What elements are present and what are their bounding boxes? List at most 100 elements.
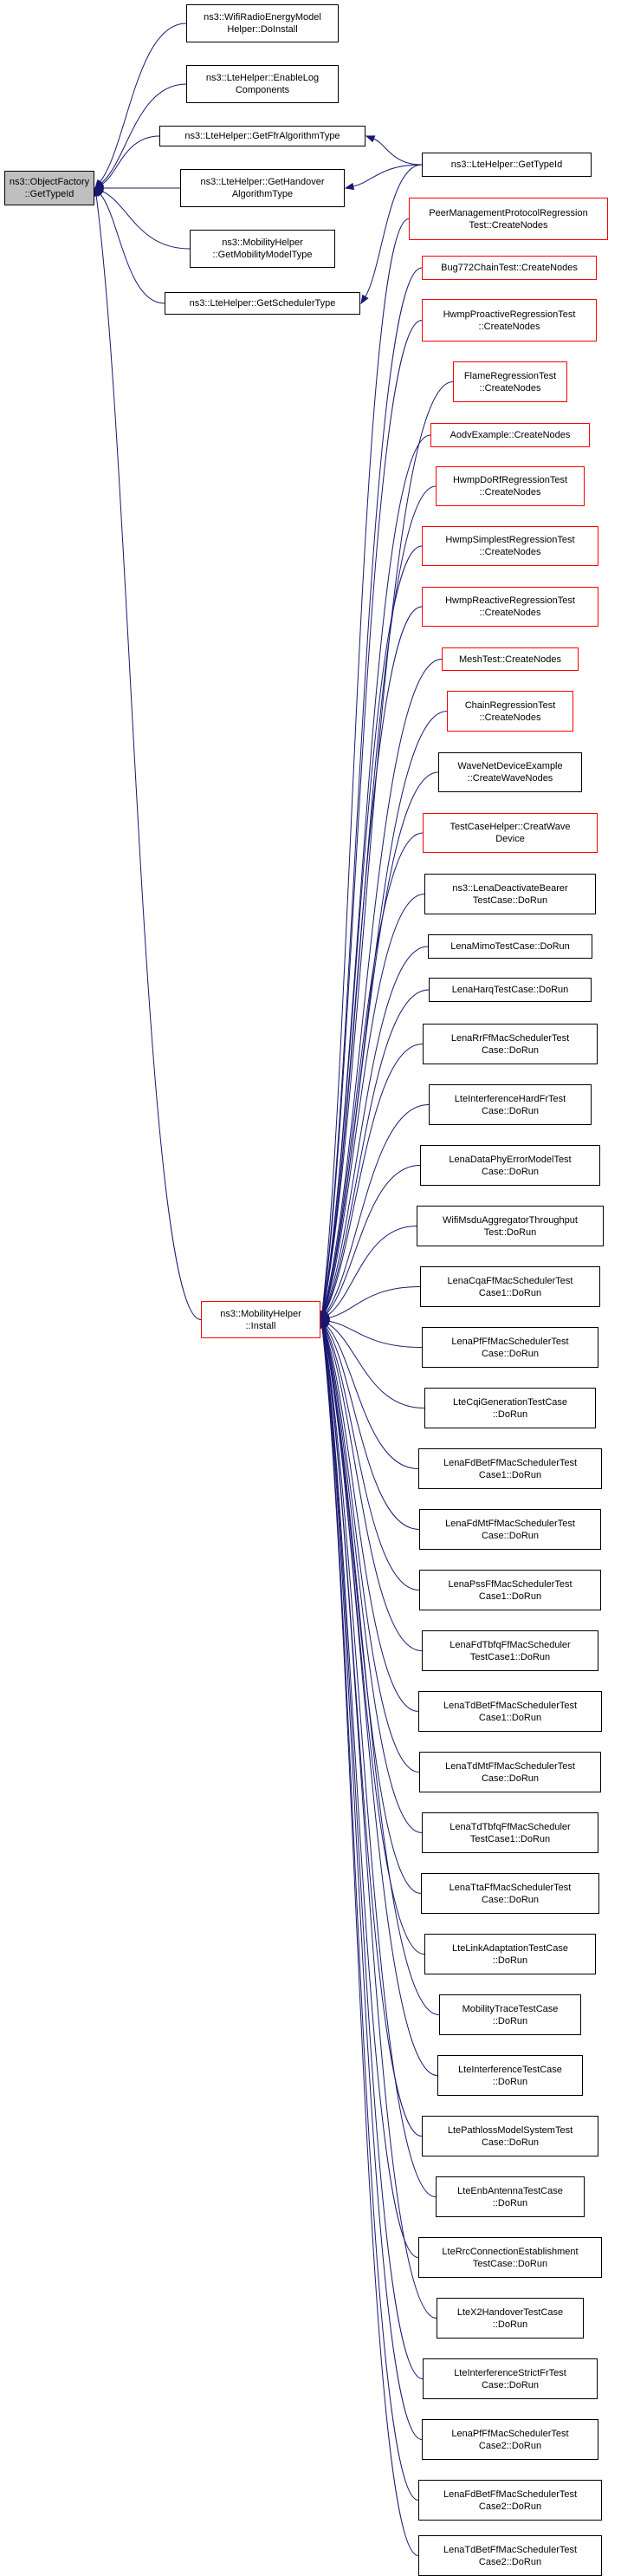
- node-aodv[interactable]: AodvExample::CreateNodes: [430, 423, 590, 447]
- node-chain-regression[interactable]: ChainRegressionTest::CreateNodes: [447, 691, 573, 732]
- node-lte-cqi[interactable]: LteCqiGenerationTestCase::DoRun: [424, 1388, 596, 1428]
- edge-lte-get-typeid-to-get-ffr: [373, 138, 423, 166]
- node-lte-x2[interactable]: LteX2HandoverTestCase::DoRun: [437, 2298, 584, 2339]
- node-label-line: TestCase::DoRun: [472, 2258, 548, 2269]
- node-hwmp-do-rf[interactable]: HwmpDoRfRegressionTest::CreateNodes: [436, 466, 585, 506]
- node-mobility-install[interactable]: ns3::MobilityHelper::Install: [201, 1301, 320, 1338]
- node-mobility-model[interactable]: ns3::MobilityHelper::GetMobilityModelTyp…: [190, 230, 335, 268]
- node-label-line: Case1::DoRun: [478, 1712, 542, 1723]
- arrowhead: [360, 294, 369, 305]
- node-label-line: ::DoRun: [492, 2197, 528, 2208]
- edge-lena-fd-bet2-to-mobility-install: [321, 1327, 419, 2501]
- node-hwmp-reactive[interactable]: HwmpReactiveRegressionTest::CreateNodes: [422, 587, 598, 627]
- node-label-line: ::DoRun: [492, 1408, 528, 1420]
- node-label-line: ::CreateNodes: [479, 547, 541, 557]
- node-label-line: ns3::MobilityHelper: [222, 237, 303, 248]
- node-label-line: ns3::LteHelper::GetSchedulerType: [189, 298, 336, 309]
- node-label-line: ::CreateNodes: [478, 321, 540, 332]
- edge-get-ffr-to-object-factory: [101, 135, 160, 185]
- edge-lena-td-mt-to-mobility-install: [323, 1326, 420, 1773]
- node-hwmp-simplest[interactable]: HwmpSimplestRegressionTest::CreateNodes: [422, 526, 598, 566]
- node-label-line: Case1::DoRun: [478, 1590, 542, 1602]
- edge-lena-data-phy-to-mobility-install: [326, 1165, 421, 1315]
- node-label-line: Case::DoRun: [481, 2379, 540, 2391]
- node-label-line: Case::DoRun: [481, 1530, 540, 1541]
- edge-lena-rr-to-mobility-install: [324, 1044, 424, 1313]
- node-label-line: LenaTdBetFfMacSchedulerTest: [443, 2544, 578, 2555]
- node-label-line: LenaTtaFfMacSchedulerTest: [449, 1882, 572, 1893]
- node-label-line: ::DoRun: [492, 2076, 528, 2087]
- node-lte-enb-antenna[interactable]: LteEnbAntennaTestCase::DoRun: [436, 2176, 585, 2217]
- node-lena-harq[interactable]: LenaHarqTestCase::DoRun: [429, 978, 592, 1002]
- node-lte-link-adapt[interactable]: LteLinkAdaptationTestCase::DoRun: [424, 1934, 596, 1974]
- edge-lena-fd-mt-to-mobility-install: [325, 1325, 420, 1530]
- node-label-line: LenaFdBetFfMacSchedulerTest: [443, 1457, 578, 1468]
- node-mobility-trace[interactable]: MobilityTraceTestCase::DoRun: [439, 1994, 581, 2035]
- node-label-line: Case::DoRun: [481, 1105, 540, 1116]
- edge-lte-interference-hard-to-mobility-install: [325, 1104, 430, 1314]
- node-label-line: Components: [235, 85, 290, 95]
- edge-lena-pf-to-mobility-install: [328, 1320, 423, 1348]
- node-get-ffr[interactable]: ns3::LteHelper::GetFfrAlgorithmType: [159, 126, 365, 146]
- edge-bug772-to-mobility-install: [321, 267, 423, 1312]
- node-label-line: Case1::DoRun: [478, 1287, 542, 1298]
- node-label-line: TestCase::DoRun: [472, 894, 548, 906]
- node-object-factory[interactable]: ns3::ObjectFactory::GetTypeId: [4, 171, 94, 205]
- node-mesh-test[interactable]: MeshTest::CreateNodes: [442, 647, 579, 671]
- edge-lte-cqi-to-mobility-install: [327, 1323, 425, 1408]
- node-lena-mimo[interactable]: LenaMimoTestCase::DoRun: [428, 934, 592, 959]
- node-label-line: Test::DoRun: [483, 1226, 537, 1238]
- node-lte-interference[interactable]: LteInterferenceTestCase::DoRun: [437, 2055, 583, 2096]
- edge-hwmp-proactive-to-mobility-install: [321, 320, 423, 1312]
- node-label-line: ::GetMobilityModelType: [212, 250, 313, 260]
- edge-lena-pss-to-mobility-install: [324, 1326, 420, 1590]
- edge-lena-mimo-to-mobility-install: [323, 946, 429, 1313]
- edge-lena-cqa-to-mobility-install: [328, 1286, 421, 1318]
- node-label-line: ns3::LenaDeactivateBearer: [452, 882, 568, 894]
- node-flame[interactable]: FlameRegressionTest::CreateNodes: [453, 361, 567, 402]
- node-label-line: FlameRegressionTest: [463, 370, 557, 381]
- node-label-line: ChainRegressionTest: [464, 699, 556, 711]
- edge-mobility-model-to-object-factory: [101, 191, 191, 250]
- node-get-scheduler[interactable]: ns3::LteHelper::GetSchedulerType: [165, 292, 360, 315]
- node-lte-get-typeid[interactable]: ns3::LteHelper::GetTypeId: [422, 153, 592, 177]
- edge-hwmp-simplest-to-mobility-install: [322, 545, 423, 1312]
- node-label-line: ns3::ObjectFactory: [9, 177, 90, 187]
- node-label-line: HwmpReactiveRegressionTest: [445, 595, 575, 606]
- node-label-line: Test::CreateNodes: [469, 219, 548, 231]
- node-label-line: ::CreateNodes: [479, 382, 541, 394]
- node-label-line: PeerManagementProtocolRegression: [429, 207, 588, 218]
- node-hwmp-proactive[interactable]: HwmpProactiveRegressionTest::CreateNodes: [422, 299, 597, 342]
- edge-lena-fd-bet-to-mobility-install: [326, 1324, 419, 1469]
- node-wave-net[interactable]: WaveNetDeviceExample::CreateWaveNodes: [438, 752, 582, 792]
- node-bug772[interactable]: Bug772ChainTest::CreateNodes: [422, 256, 597, 280]
- node-label-line: ns3::MobilityHelper: [220, 1308, 301, 1319]
- node-label-line: Case1::DoRun: [478, 1469, 542, 1480]
